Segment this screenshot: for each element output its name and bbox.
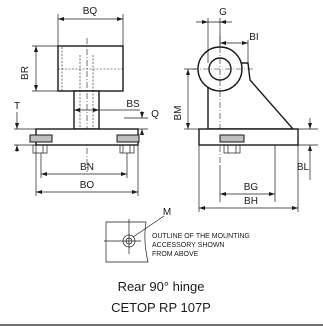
note-line-2: ACCESSORY SHOWN [152, 242, 224, 249]
side-bolt [219, 134, 245, 143]
front-view: BQ BR T BS Q BN [14, 6, 159, 196]
bolt-right [116, 134, 140, 143]
note-line-1: OUTLINE OF THE MOUNTING [152, 233, 250, 240]
dim-BO: BO [80, 180, 95, 191]
mounting-outline-detail: M OUTLINE OF THE MOUNTING ACCESSORY SHOW… [104, 207, 250, 263]
outline-shape [105, 221, 149, 263]
caption-title: Rear 90° hinge [118, 279, 205, 294]
note-line-3: FROM ABOVE [152, 251, 199, 258]
dim-BI: BI [249, 32, 258, 43]
dim-BQ: BQ [83, 6, 98, 17]
bolt-left [29, 134, 53, 143]
side-base [198, 128, 299, 146]
dim-BL: BL [297, 162, 310, 173]
dim-BS: BS [126, 99, 140, 110]
dim-BM: BM [173, 106, 184, 121]
dim-BR: BR [20, 66, 31, 80]
label-M: M [163, 207, 171, 218]
hinge-block [57, 45, 124, 92]
dim-G: G [219, 7, 227, 18]
side-view: G BI BM BL BG BH [173, 7, 318, 212]
dim-BG: BG [244, 182, 259, 193]
caption-standard: CETOP RP 107P [111, 300, 211, 315]
dim-BH: BH [244, 196, 258, 207]
dim-Q: Q [151, 109, 159, 120]
dim-T: T [14, 101, 20, 112]
dim-BN: BN [80, 162, 94, 173]
